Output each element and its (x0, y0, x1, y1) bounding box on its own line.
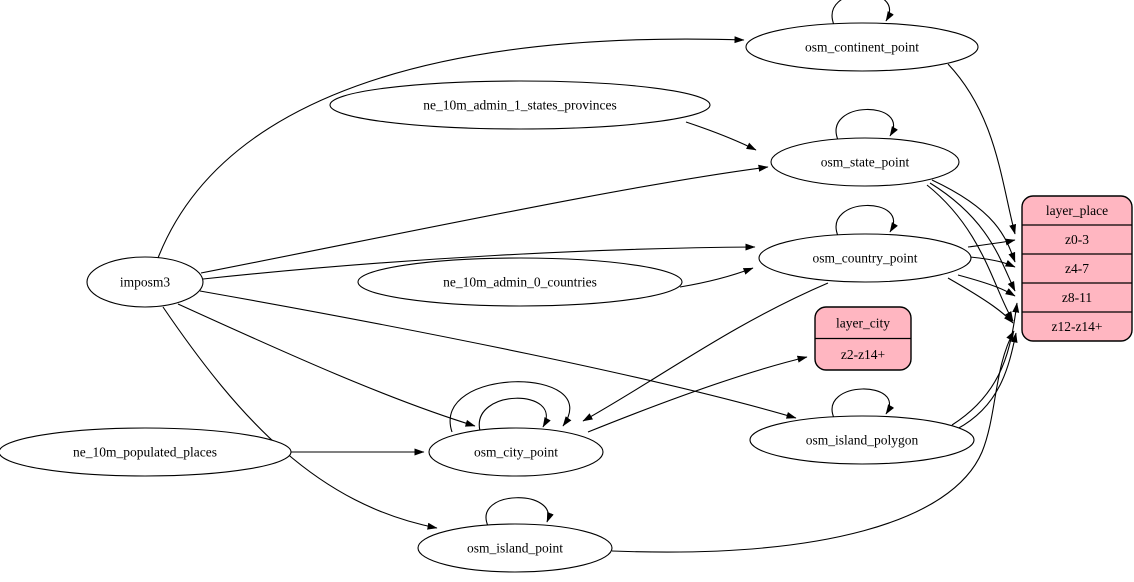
record-title-layer_city: layer_city (836, 315, 890, 330)
record-shape-layer_place (1021, 195, 1133, 342)
record-title-layer_place: layer_place (1046, 203, 1108, 218)
edge-osm_continent_point-to-layer_place-z0-3 (947, 63, 1017, 235)
edge-imposm3-to-osm_country_point (202, 243, 756, 280)
record-row-layer_place-z8-11: z8-11 (1062, 290, 1092, 305)
edge-osm_country_point-to-osm_city_point (582, 282, 829, 422)
edge-ne_10m_admin_0_countries-to-osm_country_point (679, 267, 754, 288)
edge-imposm3-to-osm_continent_point (157, 36, 745, 259)
edge-imposm3-to-osm_island_point (162, 306, 438, 530)
record-row-layer_place-z0-3: z0-3 (1065, 232, 1089, 247)
node-layer_city: layer_city z2-z14+ (814, 306, 912, 371)
node-shape-osm_country_point (758, 233, 972, 283)
node-shape-osm_island_point (417, 523, 613, 573)
node-layer: imposm3 ne_10m_admin_1_states_provincesne… (0, 22, 1133, 573)
node-label-imposm3: imposm3 (120, 275, 171, 290)
self-loop-osm_city_point-2 (478, 397, 551, 432)
node-label-ne_10m_admin_0_countries: ne_10m_admin_0_countries (443, 275, 597, 290)
edge-osm_country_point-to-layer_place-z0-3 (967, 238, 1016, 248)
node-shape-ne_10m_admin_1_states_provinces (329, 80, 711, 130)
edge-osm_island_polygon-to-layer_place-z8-11 (951, 302, 1020, 426)
self-loop-osm_country_point (835, 204, 898, 237)
node-shape-osm_city_point (428, 427, 604, 477)
node-label-osm_continent_point: osm_continent_point (805, 40, 919, 55)
node-label-osm_country_point: osm_country_point (813, 251, 918, 266)
edge-imposm3-to-osm_city_point (177, 303, 476, 427)
edge-osm_country_point-to-layer_place-z12-z14+ (947, 277, 1014, 324)
record-row-layer_place-z12-z14+: z12-z14+ (1051, 319, 1102, 334)
node-osm_city_point: osm_city_point (428, 427, 604, 477)
node-label-osm_state_point: osm_state_point (821, 155, 910, 170)
edge-ne_10m_admin_1_states_provinces-to-osm_state_point (685, 121, 757, 151)
node-osm_continent_point: osm_continent_point (745, 22, 979, 72)
node-label-ne_10m_populated_places: ne_10m_populated_places (73, 445, 217, 460)
edge-osm_island_point-to-layer_place-z12-z14+ (611, 330, 1015, 553)
edge-osm_state_point-to-layer_place-z8-11 (929, 182, 1016, 292)
node-ne_10m_populated_places: ne_10m_populated_places (0, 427, 292, 477)
edge-osm_state_point-to-layer_place-z12-z14+ (926, 184, 1014, 322)
edge-osm_country_point-to-layer_place-z8-11 (957, 274, 1016, 297)
node-shape-osm_state_point (770, 137, 960, 187)
self-loop-osm_state_point (835, 108, 898, 141)
node-ne_10m_admin_0_countries: ne_10m_admin_0_countries (357, 257, 683, 307)
edge-osm_city_point-to-layer_city-z2-z14+ (587, 355, 808, 433)
node-imposm3: imposm3 (86, 256, 204, 308)
record-row-layer_city-z2-z14+: z2-z14+ (841, 347, 885, 362)
edge-osm_island_polygon-to-layer_place-z12-z14+ (956, 332, 1018, 430)
node-ne_10m_admin_1_states_provinces: ne_10m_admin_1_states_provinces (329, 80, 711, 130)
node-osm_island_point: osm_island_point (417, 523, 613, 573)
self-loop-osm_continent_point (831, 0, 894, 26)
node-layer_place: layer_place z0-3 z4-7 z8-11 z12-z14+ (1021, 195, 1133, 342)
edge-osm_country_point-to-layer_place-z4-7 (969, 256, 1016, 268)
node-osm_state_point: osm_state_point (770, 137, 960, 187)
node-label-ne_10m_admin_1_states_provinces: ne_10m_admin_1_states_provinces (423, 98, 616, 113)
node-osm_island_polygon: osm_island_polygon (749, 415, 975, 465)
self-loop-osm_city_point (449, 381, 572, 433)
node-osm_country_point: osm_country_point (758, 233, 972, 283)
node-label-osm_island_point: osm_island_point (467, 541, 563, 556)
edge-layer (157, 0, 1020, 553)
edge-imposm3-to-osm_island_polygon (199, 290, 797, 419)
node-shape-ne_10m_admin_0_countries (357, 257, 683, 307)
edge-imposm3-to-osm_state_point (200, 164, 769, 274)
record-row-layer_place-z4-7: z4-7 (1065, 261, 1089, 276)
node-shape-ne_10m_populated_places (0, 427, 292, 477)
edge-osm_state_point-to-layer_place-z4-7 (931, 179, 1016, 263)
node-shape-osm_island_polygon (749, 415, 975, 465)
node-shape-osm_continent_point (745, 22, 979, 72)
node-label-osm_city_point: osm_city_point (474, 445, 558, 460)
node-shape-imposm3 (86, 256, 204, 308)
self-loop-osm_island_polygon (831, 388, 895, 419)
self-loop-osm_island_point (485, 497, 554, 527)
node-label-osm_island_polygon: osm_island_polygon (806, 433, 919, 448)
